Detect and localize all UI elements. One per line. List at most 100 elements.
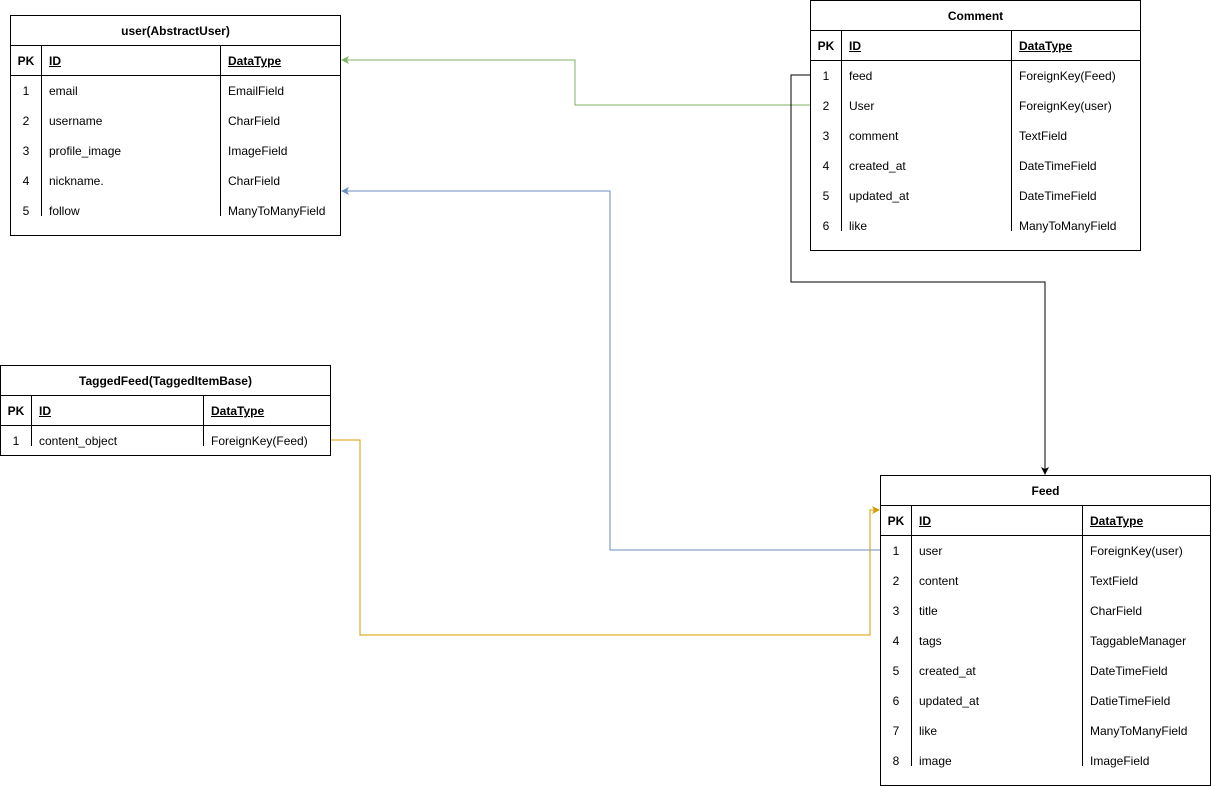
column-divider [31, 396, 32, 426]
row-field-type: TextField [1019, 129, 1068, 143]
row-field-name: created_at [919, 664, 976, 678]
column-divider [911, 536, 912, 766]
entity-title: TaggedFeed(TaggedItemBase) [1, 366, 330, 396]
row-pk: 2 [22, 114, 30, 128]
row-field-name: updated_at [919, 694, 980, 708]
table-row[interactable]: 2 User ForeignKey(user) [811, 91, 1140, 121]
row-pk: 1 [892, 544, 900, 558]
row-field-type: ForeignKey(Feed) [1019, 69, 1116, 83]
column-divider [1011, 61, 1012, 231]
row-field-name: title [919, 604, 938, 618]
entity-title: Feed [881, 476, 1210, 506]
table-row[interactable]: 2 username CharField [11, 106, 340, 136]
row-pk: 6 [822, 219, 830, 233]
column-divider [203, 396, 204, 426]
row-pk: 4 [892, 634, 900, 648]
row-pk: 4 [22, 174, 30, 188]
row-field-name: content_object [39, 434, 118, 448]
column-divider [841, 31, 842, 61]
header-id: ID [49, 54, 61, 68]
connector-taggedfeed-to-feed[interactable] [331, 439, 880, 636]
header-datatype: DataType [228, 54, 282, 68]
header-id: ID [849, 39, 861, 53]
row-field-type: ManyToManyField [1019, 219, 1117, 233]
header-datatype: DataType [1019, 39, 1073, 53]
table-body: 1 feed ForeignKey(Feed) 2 User ForeignKey(use… [811, 61, 1140, 241]
row-field-name: comment [849, 129, 899, 143]
row-pk: 5 [22, 204, 30, 218]
row-field-type: ManyToManyField [228, 204, 326, 218]
header-pk: PK [817, 39, 835, 53]
table-header-row: PK ID DataType [11, 46, 340, 76]
column-divider [220, 46, 221, 76]
row-field-name: nickname. [49, 174, 104, 188]
row-pk: 3 [822, 129, 830, 143]
row-pk: 2 [822, 99, 830, 113]
row-field-type: TaggableManager [1090, 634, 1187, 648]
row-field-type: ForeignKey(user) [1090, 544, 1183, 558]
row-pk: 7 [892, 724, 900, 738]
row-field-name: image [919, 754, 952, 768]
row-field-name: User [849, 99, 875, 113]
table-row[interactable]: 1 feed ForeignKey(Feed) [811, 61, 1140, 91]
connector-feed-user-to-user[interactable] [341, 187, 880, 551]
table-header-row: PK ID DataType [811, 31, 1140, 61]
header-pk: PK [7, 404, 25, 418]
row-pk: 4 [822, 159, 830, 173]
header-pk: PK [887, 514, 905, 528]
row-field-type: TextField [1090, 574, 1139, 588]
table-row[interactable]: 1 user ForeignKey(user) [881, 536, 1210, 566]
column-divider [41, 46, 42, 76]
row-field-type: EmailField [228, 84, 285, 98]
column-divider [31, 426, 32, 446]
header-datatype: DataType [1090, 514, 1144, 528]
row-field-type: CharField [1090, 604, 1143, 618]
row-field-type: ForeignKey(user) [1019, 99, 1112, 113]
row-field-name: follow [49, 204, 80, 218]
row-field-name: content [919, 574, 959, 588]
header-id: ID [39, 404, 51, 418]
row-pk: 5 [892, 664, 900, 678]
row-pk: 1 [822, 69, 830, 83]
row-field-name: feed [849, 69, 873, 83]
row-field-type: ForeignKey(Feed) [211, 434, 308, 448]
column-divider [41, 76, 42, 216]
column-divider [1082, 506, 1083, 536]
row-field-name: username [49, 114, 103, 128]
column-divider [1082, 536, 1083, 766]
connector-comment-user-to-user[interactable] [341, 56, 810, 106]
table-row[interactable]: 5 follow ManyToManyField [11, 196, 340, 226]
row-pk: 2 [892, 574, 900, 588]
row-field-name: user [919, 544, 943, 558]
row-pk: 5 [822, 189, 830, 203]
header-pk: PK [17, 54, 35, 68]
column-divider [203, 426, 204, 446]
row-field-type: DateTimeField [1019, 189, 1097, 203]
row-field-type: CharField [228, 114, 281, 128]
table-row[interactable]: 3 comment TextField [811, 121, 1140, 151]
table-row[interactable]: 2 content TextField [881, 566, 1210, 596]
row-field-type: DatieTimeField [1090, 694, 1171, 708]
row-pk: 3 [22, 144, 30, 158]
